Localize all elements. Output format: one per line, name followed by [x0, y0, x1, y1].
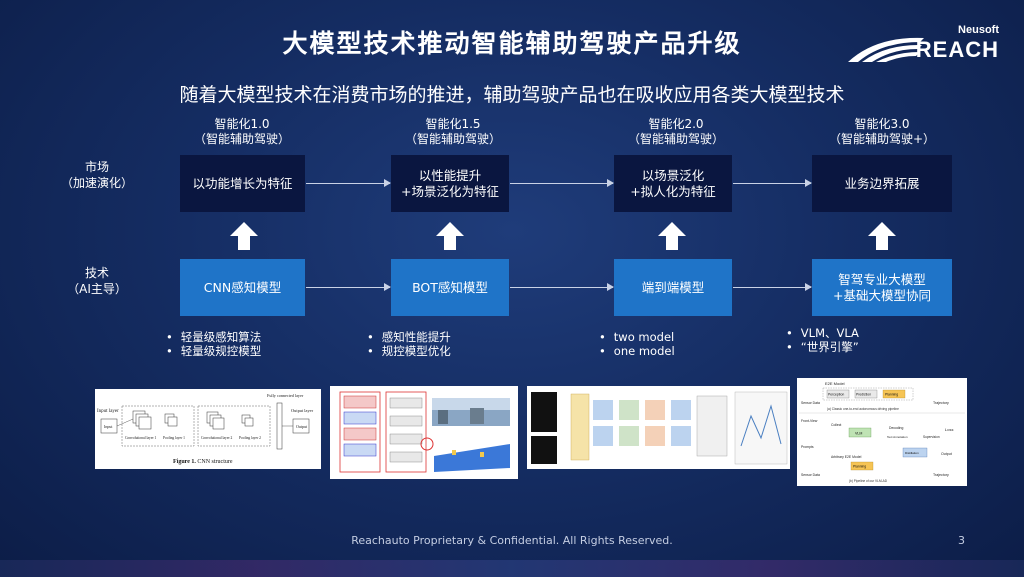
- svg-text:Distillation: Distillation: [905, 451, 919, 455]
- svg-text:Prediction: Prediction: [856, 393, 871, 397]
- svg-text:Supervision: Supervision: [923, 435, 940, 439]
- tech-arrow-2: [510, 283, 614, 291]
- list-item: 规控模型优化: [367, 344, 451, 358]
- market-box-3: 以场景泛化+拟人化为特征: [614, 155, 732, 212]
- svg-text:(b) Pipeline of our VLM-AD: (b) Pipeline of our VLM-AD: [849, 479, 888, 483]
- svg-text:Trajectory: Trajectory: [933, 473, 949, 477]
- tech-arrow-1: [306, 283, 391, 291]
- market-box-1: 以功能增长为特征: [180, 155, 305, 212]
- svg-text:VLM: VLM: [855, 432, 862, 436]
- slide-subtitle: 随着大模型技术在消费市场的推进，辅助驾驶产品也在吸收应用各类大模型技术: [179, 84, 845, 106]
- up-arrow-icon: [658, 222, 686, 250]
- stage-header-2: 智能化1.5 （智能辅助驾驶）: [404, 117, 501, 146]
- svg-text:Convolutional layer 2: Convolutional layer 2: [201, 436, 233, 440]
- page-number: 3: [958, 534, 965, 547]
- logo-brand-main: REACH: [915, 37, 999, 62]
- tech-box-4: 智驾专业大模型+基础大模型协同: [812, 259, 952, 316]
- svg-text:(a) Classic one-to-end autonom: (a) Classic one-to-end autonomous drivin…: [827, 407, 899, 411]
- vlm-ad-pipeline-figure: E2E Model Perception Prediction Planning…: [797, 378, 967, 486]
- market-box-4: 业务边界拓展: [812, 155, 952, 212]
- svg-text:Pooling layer 2: Pooling layer 2: [239, 436, 261, 440]
- svg-text:Fully connected layer: Fully connected layer: [267, 393, 304, 398]
- tech-box-2: BOT感知模型: [391, 259, 509, 316]
- svg-text:Sensor Data: Sensor Data: [801, 401, 820, 405]
- svg-text:Pooling layer 1: Pooling layer 1: [163, 436, 185, 440]
- footer-confidential: Reachauto Proprietary & Confidential. Al…: [351, 534, 673, 547]
- stage-header-4: 智能化3.0 （智能辅助驾驶+）: [828, 117, 936, 146]
- bullet-list-3: two model one model: [599, 330, 675, 358]
- svg-text:Input layer: Input layer: [97, 409, 119, 414]
- stage-header-3: 智能化2.0 （智能辅助驾驶）: [627, 117, 724, 146]
- row-label-market: 市场 （加速演化）: [60, 160, 133, 190]
- stage-header-1: 智能化1.0 （智能辅助驾驶）: [193, 117, 290, 146]
- slide-title: 大模型技术推动智能辅助驾驶产品升级: [282, 29, 742, 58]
- svg-text:Trajectory: Trajectory: [933, 401, 949, 405]
- market-arrow-2: [510, 179, 614, 187]
- svg-text:Collect: Collect: [831, 423, 841, 427]
- bev-perception-figure: [330, 386, 518, 479]
- svg-text:Loss: Loss: [945, 427, 953, 432]
- tech-box-1: CNN感知模型: [180, 259, 305, 316]
- up-arrow-icon: [868, 222, 896, 250]
- market-arrow-3: [733, 179, 812, 187]
- up-arrow-icon: [436, 222, 464, 250]
- svg-text:Output: Output: [296, 424, 308, 429]
- svg-text:Text Annotation: Text Annotation: [887, 435, 908, 439]
- tech-arrow-3: [733, 283, 812, 291]
- logo-swoosh-icon: [848, 37, 924, 62]
- logo-brand-top: Neusoft: [958, 24, 999, 36]
- list-item: “世界引擎”: [786, 340, 859, 354]
- neusoft-reach-logo: Neusoft REACH: [846, 24, 1011, 64]
- svg-text:Perception: Perception: [828, 393, 844, 397]
- bullet-list-1: 轻量级感知算法 轻量级规控模型: [166, 330, 262, 358]
- list-item: one model: [599, 344, 675, 358]
- svg-text:E2E Model: E2E Model: [825, 381, 845, 386]
- list-item: 感知性能提升: [367, 330, 451, 344]
- svg-text:Input: Input: [104, 424, 113, 429]
- tech-box-3: 端到端模型: [614, 259, 732, 316]
- market-box-2: 以性能提升+场景泛化为特征: [391, 155, 509, 212]
- list-item: 轻量级规控模型: [166, 344, 262, 358]
- cnn-structure-figure: Input layer Input Convolutional layer 1 …: [95, 389, 321, 469]
- svg-text:Arbitrary E2E Model: Arbitrary E2E Model: [831, 455, 862, 459]
- bullet-list-2: 感知性能提升 规控模型优化: [367, 330, 451, 358]
- end-to-end-model-figure: [527, 386, 790, 469]
- market-arrow-1: [306, 179, 391, 187]
- up-arrow-icon: [230, 222, 258, 250]
- svg-text:Planning: Planning: [885, 393, 898, 397]
- svg-text:Decoding: Decoding: [889, 426, 903, 430]
- bullet-list-4: VLM、VLA “世界引擎”: [786, 326, 859, 354]
- svg-text:Sensor Data: Sensor Data: [801, 473, 820, 477]
- list-item: two model: [599, 330, 675, 344]
- bottom-decoration-strip: [0, 560, 1024, 577]
- row-label-tech: 技术 （AI主导）: [67, 266, 127, 296]
- list-item: 轻量级感知算法: [166, 330, 262, 344]
- list-item: VLM、VLA: [786, 326, 859, 340]
- svg-text:Output layer: Output layer: [291, 408, 314, 413]
- svg-text:Output: Output: [941, 452, 952, 456]
- svg-text:Convolutional layer 1: Convolutional layer 1: [125, 436, 157, 440]
- svg-text:Figure 1. CNN structure: Figure 1. CNN structure: [173, 459, 233, 465]
- svg-text:Planning: Planning: [853, 465, 866, 469]
- svg-text:Front-View: Front-View: [801, 419, 818, 423]
- svg-text:Prompts: Prompts: [801, 445, 814, 449]
